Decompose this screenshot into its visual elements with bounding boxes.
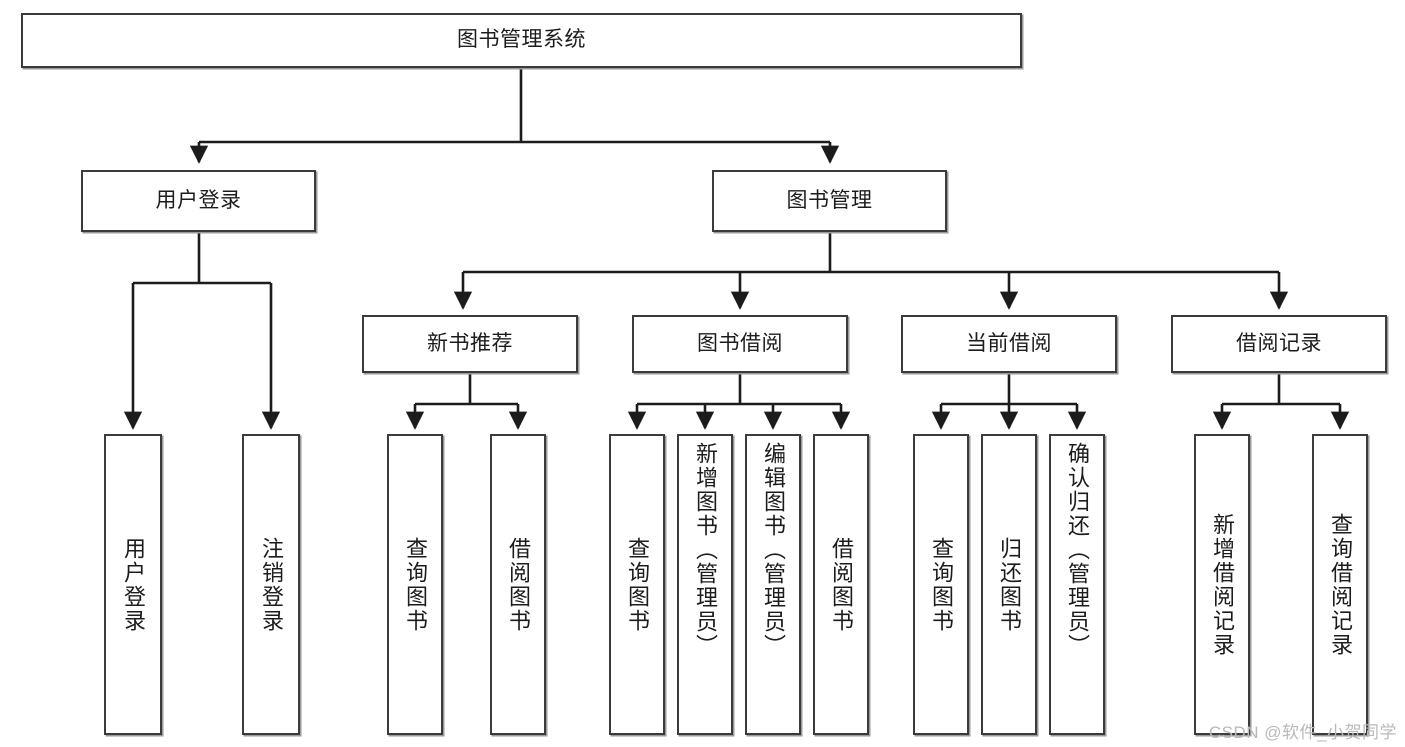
node-root-label: 图书管理系统: [457, 28, 586, 52]
node-leaf-query-book-2[interactable]: 查询图书: [609, 434, 665, 735]
node-leaf-query-book-1-label: 查询图书: [402, 536, 428, 633]
node-leaf-query-record[interactable]: 查询借阅记录: [1312, 434, 1368, 735]
node-leaf-confirm-return-label: 确认归还（管理员）: [1064, 442, 1090, 658]
node-leaf-add-book[interactable]: 新增图书（管理员）: [677, 434, 733, 735]
node-user-login[interactable]: 用户登录: [81, 170, 316, 232]
node-leaf-user-login[interactable]: 用户登录: [104, 434, 162, 735]
node-book-borrow[interactable]: 图书借阅: [632, 315, 848, 373]
node-leaf-return-book-label: 归还图书: [996, 536, 1022, 633]
node-leaf-query-book-1[interactable]: 查询图书: [387, 434, 443, 735]
node-leaf-add-book-label: 新增图书（管理员）: [692, 442, 718, 658]
node-leaf-query-record-label: 查询借阅记录: [1327, 512, 1353, 657]
node-leaf-query-book-3[interactable]: 查询图书: [913, 434, 969, 735]
node-leaf-user-login-label: 用户登录: [120, 536, 146, 633]
node-new-book-recommend[interactable]: 新书推荐: [362, 315, 578, 373]
node-new-book-recommend-label: 新书推荐: [427, 331, 513, 355]
node-leaf-return-book[interactable]: 归还图书: [981, 434, 1037, 735]
node-leaf-query-book-3-label: 查询图书: [928, 536, 954, 633]
node-user-login-label: 用户登录: [155, 188, 242, 212]
node-book-borrow-label: 图书借阅: [697, 331, 783, 355]
node-borrow-record-label: 借阅记录: [1236, 331, 1322, 355]
node-root[interactable]: 图书管理系统: [21, 13, 1022, 68]
node-leaf-edit-book[interactable]: 编辑图书（管理员）: [745, 434, 801, 735]
node-leaf-add-record-label: 新增借阅记录: [1209, 512, 1235, 657]
node-book-manage-label: 图书管理: [786, 188, 873, 212]
node-leaf-borrow-book-1[interactable]: 借阅图书: [490, 434, 546, 735]
node-current-borrow[interactable]: 当前借阅: [901, 315, 1117, 373]
watermark-text: CSDN @软件_小贺同学: [1208, 723, 1397, 742]
node-current-borrow-label: 当前借阅: [966, 331, 1052, 355]
node-borrow-record[interactable]: 借阅记录: [1171, 315, 1387, 373]
node-leaf-confirm-return[interactable]: 确认归还（管理员）: [1049, 434, 1105, 735]
node-leaf-logout-login-label: 注销登录: [258, 536, 284, 633]
node-leaf-borrow-book-2[interactable]: 借阅图书: [813, 434, 869, 735]
node-leaf-borrow-book-2-label: 借阅图书: [828, 536, 854, 633]
node-book-manage[interactable]: 图书管理: [712, 170, 947, 232]
node-leaf-edit-book-label: 编辑图书（管理员）: [760, 442, 786, 658]
node-leaf-logout-login[interactable]: 注销登录: [242, 434, 300, 735]
node-leaf-borrow-book-1-label: 借阅图书: [505, 536, 531, 633]
node-leaf-add-record[interactable]: 新增借阅记录: [1194, 434, 1250, 735]
node-leaf-query-book-2-label: 查询图书: [624, 536, 650, 633]
